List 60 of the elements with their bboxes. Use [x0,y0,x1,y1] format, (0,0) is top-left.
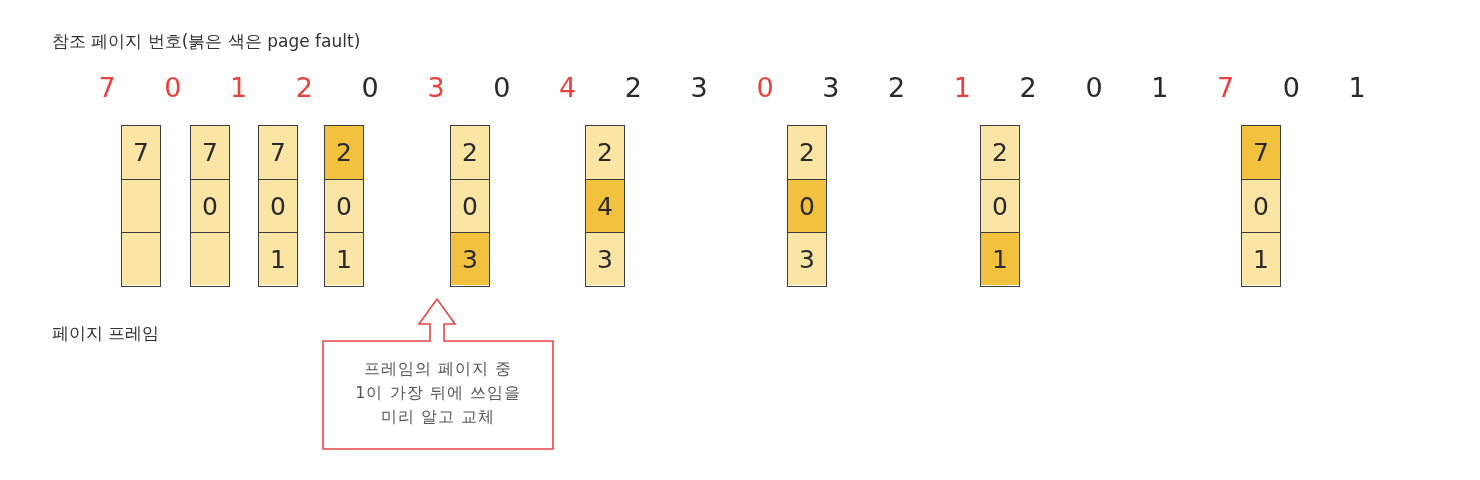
frame-column [450,125,490,287]
page-number: 7 [98,72,116,104]
frame-cell: 1 [981,232,1019,285]
page-number: 1 [1151,72,1169,104]
row-label: 페이지 프레임 [52,322,160,345]
page-number: 0 [361,72,379,104]
frame-cell [122,232,160,285]
frame-cell: 0 [981,179,1019,232]
callout-box [322,296,554,450]
frame-cell [122,179,160,232]
page-number: 0 [756,72,774,104]
frame-cell: 0 [325,179,363,232]
page-number: 0 [493,72,511,104]
frame-cell: 3 [788,232,826,285]
frame-cell: 3 [451,232,489,285]
title: 참조 페이지 번호(붉은 색은 page fault) [52,30,361,53]
page-number: 2 [624,72,642,104]
frame-column [787,125,827,287]
frame-cell: 0 [259,179,297,232]
frame-column [1241,125,1281,287]
callout-text: 프레임의 페이지 중 1이 가장 뒤에 쓰임을 미리 알고 교체 [354,358,522,428]
frame-cell: 2 [788,126,826,179]
frame-cell: 1 [1242,232,1280,285]
frame-cell: 2 [586,126,624,179]
frame-cell: 4 [586,179,624,232]
page-number: 3 [427,72,445,104]
frame-cell: 0 [1242,179,1280,232]
frame-cell: 2 [325,126,363,179]
frame-column [585,125,625,287]
page-number: 3 [690,72,708,104]
frame-cell: 0 [788,179,826,232]
frame-cell: 7 [1242,126,1280,179]
page-number: 7 [1217,72,1235,104]
page-number: 2 [888,72,906,104]
frame-column [190,125,230,287]
page-number: 3 [822,72,840,104]
frame-cell: 1 [325,232,363,285]
frame-cell: 7 [122,126,160,179]
page-number: 0 [1282,72,1300,104]
page-number: 1 [953,72,971,104]
frame-column [121,125,161,287]
frame-cell: 0 [191,179,229,232]
page-number: 1 [230,72,248,104]
page-number: 2 [295,72,313,104]
frame-cell: 7 [259,126,297,179]
frame-cell: 1 [259,232,297,285]
frame-cell: 2 [981,126,1019,179]
frame-cell: 0 [451,179,489,232]
page-number: 0 [1085,72,1103,104]
frame-column [324,125,364,287]
frame-cell: 3 [586,232,624,285]
frame-cell: 2 [451,126,489,179]
frame-cell: 7 [191,126,229,179]
frame-column [258,125,298,287]
frame-cell [191,232,229,285]
page-number: 1 [1348,72,1366,104]
frame-column [980,125,1020,287]
page-number: 2 [1019,72,1037,104]
page-number: 4 [559,72,577,104]
page-number: 0 [164,72,182,104]
